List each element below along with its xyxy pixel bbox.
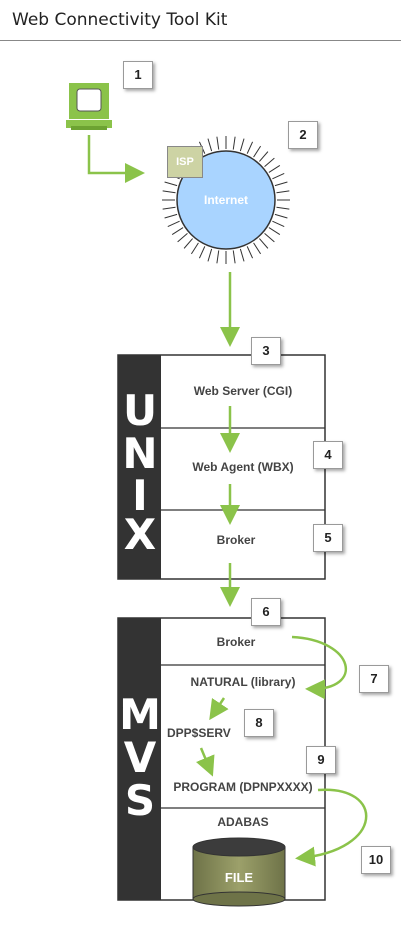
globe-ray [274,213,288,219]
globe-ray [167,220,180,228]
globe-ray [164,213,178,219]
mvs-letter: V [123,733,157,782]
globe-ray [259,151,269,162]
computer-icon [66,83,112,130]
globe-ray [272,172,285,180]
globe-ray [164,181,178,187]
globe-ray [183,238,193,249]
globe-ray [264,157,275,167]
arrow-computer-to-internet [87,135,145,183]
unix-letter: U [122,386,158,435]
step-badge-3: 3 [251,337,281,365]
file-database-icon [192,837,286,907]
globe-ray [171,227,184,236]
web-server-label: Web Server (CGI) [193,384,293,398]
globe-ray [276,206,290,210]
step-badge-7: 7 [359,665,389,693]
arrow-dppserv-to-program [196,747,215,777]
step-badge-6: 6 [251,598,281,626]
arrow-broker-to-natural [291,635,348,700]
globe-ray [272,220,285,228]
globe-ray [216,136,220,150]
step-badge-1: 1 [123,61,153,89]
globe-ray [274,181,288,187]
unix-broker-label: Broker [216,533,256,547]
globe-ray [232,250,236,264]
globe-ray [207,138,213,152]
globe-ray [177,233,188,243]
title-divider [0,40,401,41]
globe-ray [207,248,213,262]
unix-letter: X [123,510,157,559]
mvs-letter: S [124,776,156,825]
unix-side-bar [118,355,161,579]
isp-box: ISP [167,146,203,178]
page-title: Web Connectivity Tool Kit [12,10,228,30]
globe-ray [216,250,220,264]
globe-ray [239,248,245,262]
step-badge-2: 2 [288,121,318,149]
globe-ray [259,238,269,249]
mvs-side-bar [118,618,161,900]
globe-ray [162,190,176,194]
globe-ray [253,145,262,158]
globe-ray [276,190,290,194]
globe-ray [268,164,281,173]
globe-ray [253,242,262,255]
globe-ray [162,206,176,210]
globe-ray [190,242,199,255]
unix-letter: N [122,429,158,478]
arrow-natural-to-dppserv [209,697,229,721]
arrow-program-to-file [295,788,368,867]
program-label: PROGRAM (DPNPXXXX) [173,780,313,794]
internet-label: Internet [203,193,248,207]
globe-ray [198,246,206,259]
globe-ray [246,141,254,154]
dppserv-label: DPP$SERV [167,726,231,740]
globe-ray [264,233,275,243]
step-badge-9: 9 [306,746,336,774]
step-badge-10: 10 [361,846,391,874]
step-badge-8: 8 [244,709,274,737]
web-agent-label: Web Agent (WBX) [192,460,294,474]
globe-ray [246,246,254,259]
unix-letter: I [132,471,148,520]
step-badge-5: 5 [313,524,343,552]
globe-ray [268,227,281,236]
step-badge-4: 4 [313,441,343,469]
mvs-broker-label: Broker [216,635,256,649]
adabas-label: ADABAS [217,815,269,829]
globe-ray [232,136,236,150]
file-label: FILE [224,870,254,885]
globe-ray [239,138,245,152]
natural-library-label: NATURAL (library) [190,675,296,689]
mvs-letter: M [119,690,161,739]
